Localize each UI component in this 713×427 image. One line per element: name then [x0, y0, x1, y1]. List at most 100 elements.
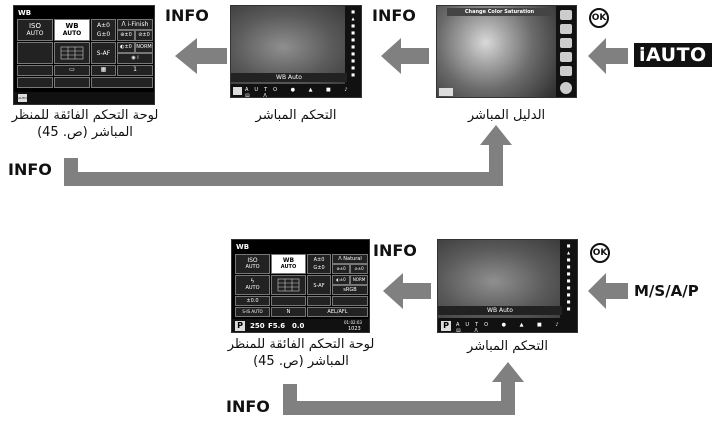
caption-live-control-top: التحكم المباشر — [255, 108, 337, 123]
empty-cell-4 — [17, 77, 53, 88]
af-grid-icon — [60, 46, 84, 60]
aperture-value: F5.6 — [268, 322, 286, 330]
iauto-auto: AUTO — [646, 44, 707, 66]
live-control-screen-bottom: ■▲■■■■■■■■ WB Auto P AUTO ● ▲ ■ ♪ ▤ ᐱ — [437, 239, 578, 333]
contrast-cell: ◐±0 — [117, 42, 135, 53]
iauto-i: i — [639, 44, 647, 66]
wb-cell-selected: WB AUTO — [54, 19, 90, 41]
arrow-left-bottom-2 — [588, 273, 628, 309]
guide-item-4 — [560, 52, 572, 62]
ab-gm-cell: A±0 G±0 — [91, 19, 116, 41]
super-control-panel-screen-bottom: WB ISO AUTO WB AUTO A±0 G±0 ᐱ Natural ⊛±… — [231, 239, 370, 333]
empty-cell-b1 — [271, 296, 306, 306]
connector-arrow-top — [64, 125, 512, 186]
af-grid-icon-bottom — [277, 278, 300, 292]
metering-cell: ◉ i — [117, 53, 153, 64]
iso-cell: ISO AUTO — [17, 19, 53, 41]
caption-live-guide: الدليل المباشر — [467, 108, 546, 123]
right-icon-column: ■▲■■■■■■■■ — [345, 6, 361, 97]
quality-cell-bottom: N — [271, 307, 306, 317]
live-control-bottom-bar: AUTO ● ▲ ■ ♪ ▤ ᐱ — [231, 84, 361, 98]
bottom-items: AUTO ● ▲ ■ ♪ ▤ ᐱ — [245, 87, 354, 98]
iso-cell-bottom: ISO AUTO — [235, 254, 270, 274]
empty-cell-1 — [17, 42, 53, 64]
arrow-left-bottom-1 — [383, 273, 431, 309]
saf-cell: S-AF — [91, 42, 116, 64]
picture-mode-cell: ᐱ i-Finish — [117, 19, 153, 30]
right-icon-column-bottom: ■▲■■■■■■■■ — [560, 240, 577, 332]
empty-cell-b2 — [307, 296, 331, 306]
guide-item-3 — [560, 38, 572, 48]
guide-corner-badge — [439, 88, 453, 96]
saturation-cell-bottom: ⊛±0 — [332, 264, 350, 274]
guide-item-1 — [560, 10, 572, 20]
exposure-value: 0.0 — [292, 322, 305, 330]
guide-header-bar: Change Color Saturation — [447, 8, 552, 16]
flash-cell-bottom: ϟ AUTO — [235, 275, 270, 295]
info-label-top-bottom: INFO — [8, 160, 52, 179]
caption-super-panel-top: لوحة التحكم الفائقة للمنظر المباشر (ص. 4… — [11, 108, 159, 140]
live-control-screen-top: ■▲■■■■■■■■ WB Auto AUTO ● ▲ ■ ♪ ▤ ᐱ — [230, 5, 362, 98]
arrow-left-top-2 — [381, 38, 429, 74]
grid-cell: ▦ — [91, 65, 116, 76]
connector-arrow-bottom — [283, 362, 524, 415]
af-target-cell — [54, 42, 90, 64]
iauto-mode-badge: iAUTO — [634, 43, 712, 67]
guide-item-2 — [560, 24, 572, 34]
msap-mode-label: M/S/A/P — [634, 282, 699, 300]
p-mode-badge-lc: P — [441, 321, 451, 331]
icon-column-content: ■▲■■■■■■■■ — [351, 9, 355, 77]
panel-title: WB — [18, 9, 32, 17]
info-label-top-left: INFO — [165, 6, 209, 25]
saturation-cell: ⊛±0 — [117, 30, 135, 41]
sharpness-cell-bottom: ⊘±0 — [350, 264, 368, 274]
info-label-top-middle: INFO — [372, 6, 416, 25]
empty-cell-2 — [17, 65, 53, 76]
contrast-cell-bottom: ◐±0 — [332, 275, 350, 285]
empty-cell-5 — [54, 77, 90, 88]
norm-cell-bottom: NORM — [350, 275, 368, 285]
wb-cell-selected-bottom: WB AUTO — [271, 254, 306, 274]
arrow-left-top-1 — [175, 38, 227, 74]
picture-mode-cell-bottom: ᐱ Natural — [332, 254, 368, 264]
saf-cell-bottom: S-AF — [307, 275, 331, 295]
icon-column-content-bottom: ■▲■■■■■■■■ — [566, 243, 571, 311]
guide-item-6 — [560, 82, 572, 94]
ok-button-icon-bottom: OK — [590, 243, 610, 263]
norm-cell: NORM — [135, 42, 153, 53]
bottom-items-2: AUTO ● ▲ ■ ♪ ▤ ᐱ — [456, 322, 565, 333]
info-label-bottom-middle: INFO — [373, 241, 417, 260]
guide-icon-column — [556, 6, 576, 97]
mode-badge-top-lc — [233, 87, 242, 95]
panel-footer-bar: AUTO — [14, 92, 154, 104]
empty-cell-3: 1 — [117, 65, 153, 76]
live-control-bottom-bar-2: P AUTO ● ▲ ■ ♪ ▤ ᐱ — [438, 318, 577, 333]
ab-gm-cell-bottom: A±0 G±0 — [307, 254, 331, 274]
aeafl-cell-bottom: AEL/AFL — [307, 307, 368, 317]
panel-title-bottom: WB — [236, 243, 250, 251]
p-mode-badge: P — [235, 321, 245, 331]
wb-auto-bar-bottom: WB Auto — [438, 306, 562, 315]
ev-cell-bottom: ±0.0 — [235, 296, 270, 306]
af-target-cell-bottom — [271, 275, 306, 295]
guide-item-5 — [560, 66, 572, 76]
wb-auto-bar: WB Auto — [231, 73, 347, 82]
info-label-bottom-bottom: INFO — [226, 397, 270, 416]
shutter-value: 250 — [250, 322, 265, 330]
empty-cell-6 — [91, 77, 153, 88]
ok-button-icon-top: OK — [589, 8, 609, 28]
time-value: 01:02:03 — [344, 320, 362, 325]
panel-footer-bar-bottom: P 250 F5.6 0.0 01:02:03 1023 — [232, 319, 369, 332]
arrow-left-top-3 — [588, 38, 628, 74]
empty-cell-b3 — [332, 296, 368, 306]
sis-cell-bottom: S-IS AUTO — [235, 307, 270, 317]
live-guide-screen: Change Color Saturation — [436, 5, 577, 98]
srgb-cell-bottom: sRGB — [332, 285, 368, 295]
mode-badge: AUTO — [18, 94, 27, 102]
super-control-panel-screen: WB ISO AUTO WB AUTO A±0 G±0 ᐱ i-Finish ⊛… — [13, 5, 155, 105]
caption-super-panel-bottom: لوحة التحكم الفائقة للمنظر المباشر (ص. 4… — [227, 337, 375, 369]
aspect-cell: ▭ — [54, 65, 90, 76]
sharpness-cell: ⊘±0 — [135, 30, 153, 41]
caption-live-control-bottom: التحكم المباشر — [467, 339, 548, 354]
count-value: 1023 — [348, 326, 361, 332]
